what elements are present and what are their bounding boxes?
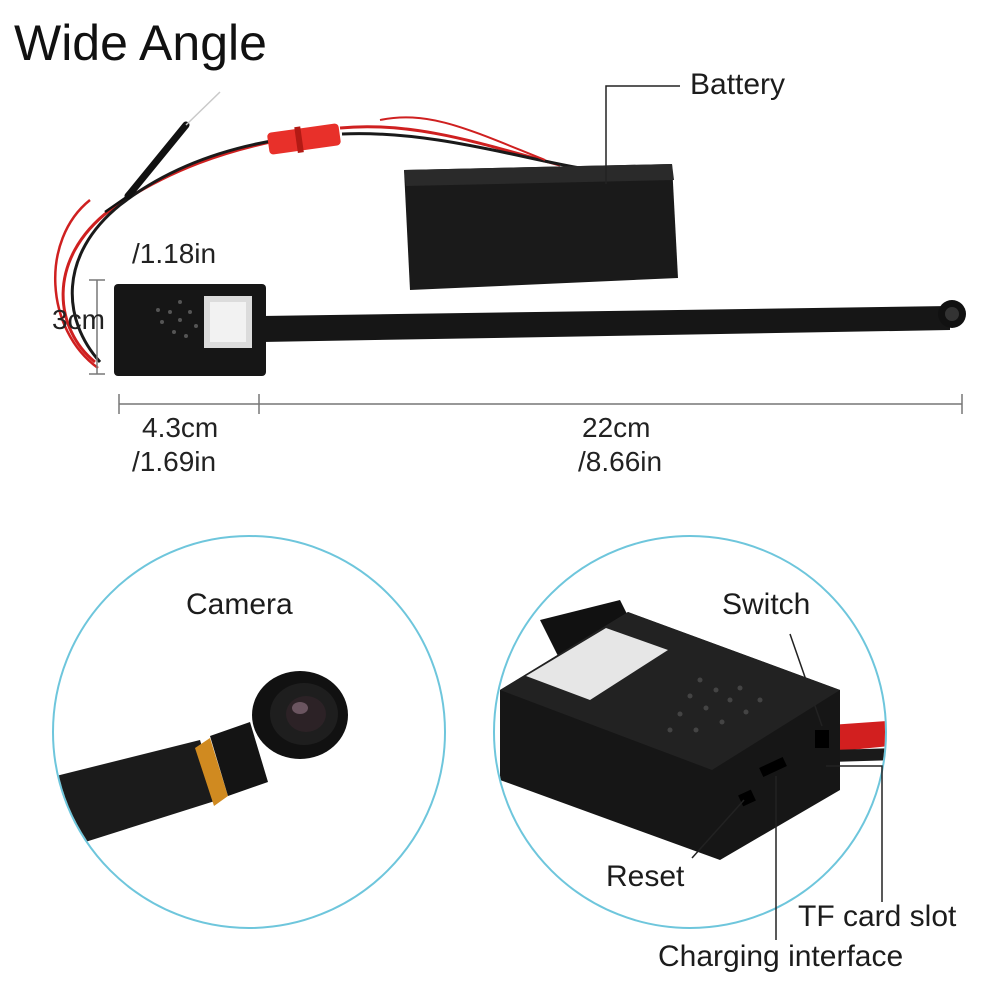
antenna xyxy=(104,91,221,214)
ports-detail-circle xyxy=(493,535,887,929)
battery-leader xyxy=(605,85,680,184)
switch-label: Switch xyxy=(722,588,811,621)
width-cm-label: 4.3cm xyxy=(142,412,219,443)
cable-cm-label: 22cm xyxy=(582,412,651,443)
charging-interface-label: Charging interface xyxy=(658,940,904,973)
reset-label: Reset xyxy=(606,860,685,893)
battery-pack xyxy=(404,164,678,290)
height-in-label: /1.18in xyxy=(132,238,217,269)
dimension-lines xyxy=(89,279,963,414)
height-cm-label: 3cm xyxy=(52,304,105,335)
width-in-label: /1.69in xyxy=(132,446,217,477)
camera-detail-circle xyxy=(52,535,446,929)
page-title: Wide Angle xyxy=(14,15,267,71)
battery-label: Battery xyxy=(690,68,786,101)
ribbon-cable xyxy=(262,306,950,342)
camera-label: Camera xyxy=(186,588,293,621)
red-connector xyxy=(267,123,341,155)
tf-card-slot-label: TF card slot xyxy=(798,900,957,933)
port-leader-lines xyxy=(691,633,883,940)
camera-module-top xyxy=(114,284,266,376)
cable-in-label: /8.66in xyxy=(578,446,663,477)
wire-harness xyxy=(53,116,581,370)
lens-module-small xyxy=(938,300,966,328)
